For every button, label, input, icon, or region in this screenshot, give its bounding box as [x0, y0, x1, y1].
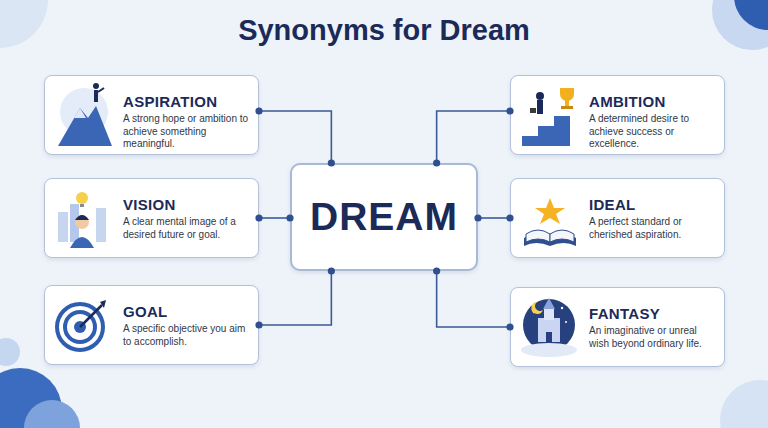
diagram-title: Synonyms for Dream	[0, 14, 768, 47]
node-description: A determined desire to achieve success o…	[589, 113, 716, 151]
connector-path	[437, 111, 510, 163]
node-description: A specific objective you aim to accompli…	[123, 323, 250, 348]
node-description: A strong hope or ambition to achieve som…	[123, 113, 250, 151]
corner-circle	[734, 0, 768, 30]
connector-dot	[433, 267, 440, 274]
connector-dot	[255, 321, 262, 328]
connector-dot	[433, 159, 440, 166]
synonym-box: FANTASY An imaginative or unreal wish bey…	[510, 287, 725, 367]
vision-person-icon	[58, 192, 106, 248]
connector-dot	[255, 107, 262, 114]
node-description: A clear mental image of a desired future…	[123, 216, 250, 241]
node-description: An imaginative or unreal wish beyond ord…	[589, 325, 716, 350]
connector-dot	[506, 107, 513, 114]
connector-line	[474, 214, 513, 221]
connector-line	[433, 107, 514, 166]
corner-circle	[24, 400, 80, 428]
synonym-box: IDEAL A perfect standard or cherished asp…	[510, 178, 725, 258]
node-heading: FANTASY	[589, 305, 716, 322]
connector-dot	[328, 267, 335, 274]
connector-line	[255, 214, 293, 221]
mountain-icon	[58, 83, 112, 146]
connector-dot	[255, 214, 262, 221]
connector-path	[478, 217, 510, 219]
connector-dot	[286, 214, 293, 221]
connector-line	[433, 267, 514, 330]
connector-path	[259, 217, 290, 219]
synonym-box: AMBITION A determined desire to achieve s…	[510, 75, 725, 155]
book-star-icon	[524, 198, 576, 246]
node-heading: IDEAL	[589, 196, 716, 213]
node-heading: GOAL	[123, 303, 250, 320]
stairs-trophy-icon	[522, 88, 574, 146]
castle-icon	[521, 298, 577, 357]
connector-path	[437, 271, 510, 327]
corner-circle	[720, 380, 768, 428]
node-heading: DREAM	[310, 195, 458, 239]
target-icon	[57, 300, 106, 350]
corner-circle	[0, 338, 20, 366]
synonym-box: ASPIRATION A strong hope or ambition to a…	[44, 75, 259, 155]
connector-dot	[506, 323, 513, 330]
connector-path	[259, 271, 331, 325]
synonym-box: VISION A clear mental image of a desired …	[44, 178, 259, 258]
central-box: DREAM	[290, 163, 478, 271]
connector-path	[259, 111, 331, 163]
node-heading: AMBITION	[589, 93, 716, 110]
connector-line	[255, 267, 335, 328]
synonym-box: GOAL A specific objective you aim to acco…	[44, 285, 259, 365]
connector-dot	[474, 214, 481, 221]
connector-dot	[328, 159, 335, 166]
node-description: A perfect standard or cherished aspirati…	[589, 216, 716, 241]
node-heading: VISION	[123, 196, 250, 213]
connector-line	[255, 107, 335, 166]
corner-circle	[0, 0, 48, 48]
node-heading: ASPIRATION	[123, 93, 250, 110]
connector-dot	[506, 214, 513, 221]
